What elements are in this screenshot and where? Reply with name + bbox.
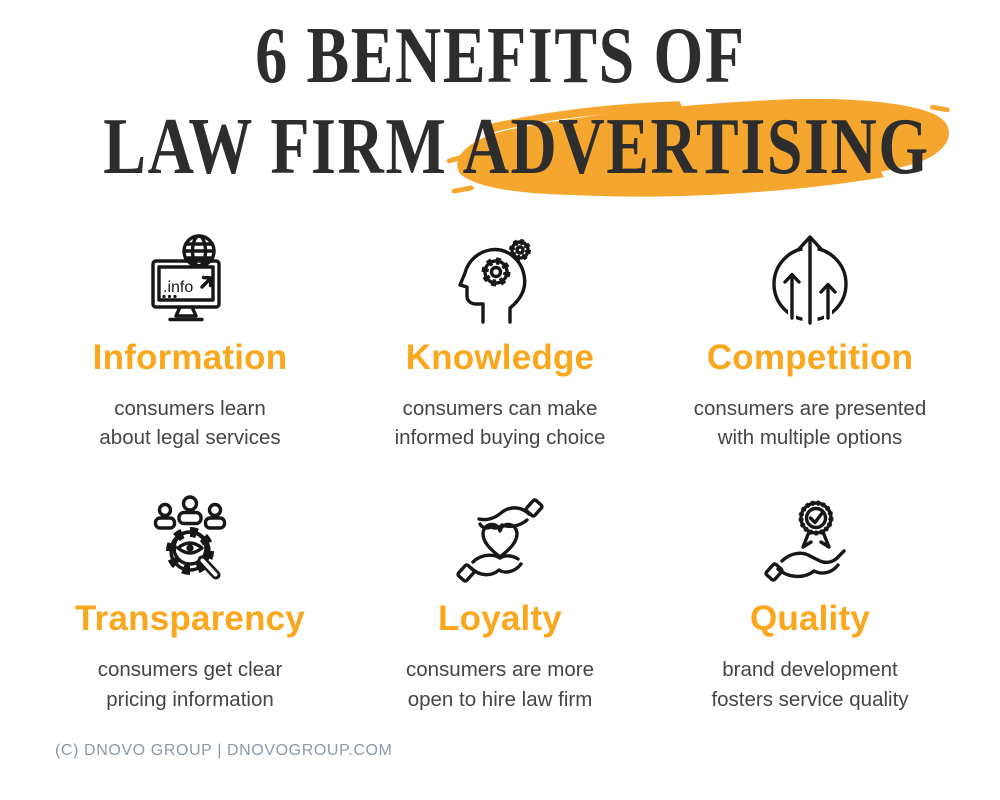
benefit-description: brand development fosters service qualit… <box>655 655 965 714</box>
brush-stroke-highlight-icon <box>446 99 950 197</box>
copyright-text: (C) DNOVO GROUP | DNOVOGROUP.COM <box>55 742 393 759</box>
benefit-heading: Quality <box>749 599 871 639</box>
benefit-card-competition: Competition consumers are presented with… <box>655 229 965 453</box>
benefit-desc-line: consumers can make <box>402 396 598 420</box>
benefit-card-information: .info Information consumers learn about … <box>35 230 345 453</box>
benefits-grid: .info Information consumers learn about … <box>35 229 965 715</box>
benefit-desc-line: consumers are more <box>406 658 594 682</box>
benefit-desc-line: informed buying choice <box>394 426 606 450</box>
magnifier-eye-gear-icon <box>35 491 345 591</box>
svg-text:.info: .info <box>163 279 193 296</box>
title-line-1-text: 6 BENEFITS OF <box>254 12 746 100</box>
benefit-desc-line: consumers get clear <box>97 658 283 682</box>
title-line-2-highlight-text: ADVERTISING <box>462 102 930 191</box>
benefit-heading: Transparency <box>74 599 306 639</box>
benefit-description: consumers learn about legal services <box>35 394 345 453</box>
benefit-card-quality: Quality brand development fosters servic… <box>655 491 965 714</box>
info-monitor-icon: .info <box>35 230 345 330</box>
benefit-description: consumers can make informed buying choic… <box>345 394 655 453</box>
hands-heart-card benefit-card-loyalty: Loyalty consumers are more open to hire … <box>345 491 655 714</box>
benefit-desc-line: about legal services <box>99 426 281 450</box>
highlighted-word: ADVERTISING <box>446 99 950 197</box>
benefit-desc-line: open to hire law firm <box>407 687 593 711</box>
benefit-desc-line: consumers learn <box>114 396 266 420</box>
benefit-desc-line: brand development <box>722 658 898 682</box>
benefit-desc-line: fosters service quality <box>711 687 909 711</box>
benefit-desc-line: consumers are presented <box>693 396 927 420</box>
rising-arrows-icon <box>655 229 965 330</box>
benefit-heading: Knowledge <box>405 337 595 377</box>
benefit-card-knowledge: Knowledge consumers can make informed bu… <box>345 230 655 453</box>
hand-award-badge-icon <box>655 491 965 591</box>
benefit-heading: Information <box>92 337 288 377</box>
benefit-heading: Competition <box>706 337 914 377</box>
hands-heart-icon <box>345 491 655 591</box>
benefit-description: consumers are presented with multiple op… <box>655 394 965 453</box>
benefit-desc-line: pricing information <box>106 687 274 711</box>
benefit-card-transparency: Transparency consumers get clear pricing… <box>35 491 345 714</box>
benefit-heading: Loyalty <box>438 599 562 639</box>
title-line-1: 6 BENEFITS OF <box>0 14 1000 99</box>
benefit-description: consumers get clear pricing information <box>35 655 345 714</box>
benefit-description: consumers are more open to hire law firm <box>345 655 655 714</box>
benefit-desc-line: with multiple options <box>717 426 903 450</box>
title-line-2-prefix: LAW FIRM <box>103 102 448 191</box>
head-gears-icon <box>345 230 655 330</box>
